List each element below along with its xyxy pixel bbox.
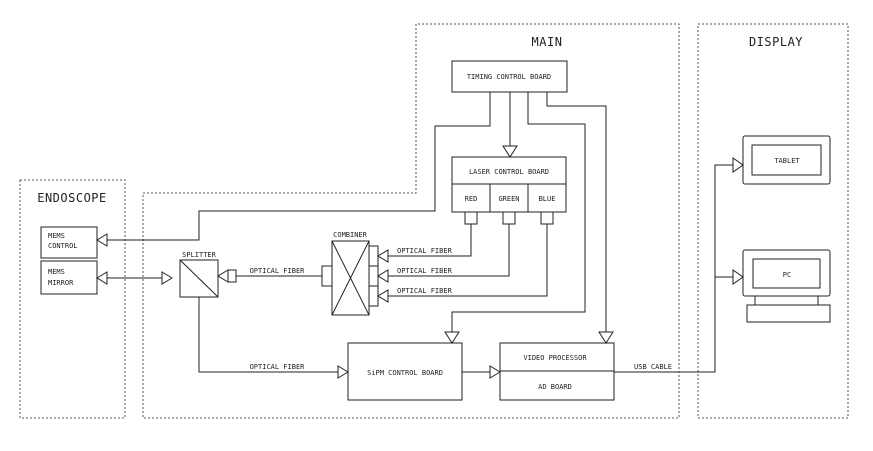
combiner-label: COMBINER — [333, 231, 368, 239]
mems-control-label-1: MEMS — [48, 232, 65, 240]
timing-control-board-label: TIMING CONTROL BOARD — [467, 73, 551, 81]
fiber-splitter-sipm-label: OPTICAL FIBER — [250, 363, 306, 371]
pc-icon — [742, 249, 831, 323]
laser-green-label: GREEN — [498, 195, 519, 203]
mems-mirror-label-1: MEMS — [48, 268, 65, 276]
ad-board-label: AD BOARD — [538, 383, 572, 391]
sipm-control-board-box — [347, 342, 463, 401]
mems-mirror-label-2: MIRROR — [48, 279, 74, 287]
tablet-label: TABLET — [774, 157, 800, 165]
endoscope-section — [19, 179, 126, 419]
laser-red-label: RED — [465, 195, 478, 203]
mems-control-label-2: CONTROL — [48, 242, 78, 250]
mems-control-box — [40, 226, 98, 259]
display-section — [697, 23, 849, 419]
fiber-splitter-combiner-label: OPTICAL FIBER — [250, 267, 306, 275]
laser-control-board-label: LASER CONTROL BOARD — [469, 168, 549, 176]
display-title: DISPLAY — [749, 35, 803, 49]
splitter-label: SPLITTER — [182, 251, 217, 259]
main-section — [142, 23, 680, 419]
fiber-red-label: OPTICAL FIBER — [397, 247, 453, 255]
arrowheads — [96, 145, 744, 379]
timing-control-board-box — [451, 60, 568, 93]
fiber-blue-label: OPTICAL FIBER — [397, 287, 453, 295]
laser-blue-label: BLUE — [539, 195, 556, 203]
mems-mirror-box — [40, 260, 98, 295]
usb-cable-label: USB CABLE — [634, 363, 672, 371]
video-processor-label: VIDEO PROCESSOR — [523, 354, 587, 362]
endoscope-title: ENDOSCOPE — [37, 191, 107, 205]
connection-wires — [107, 92, 733, 373]
sipm-control-board-label: SiPM CONTROL BOARD — [367, 369, 443, 377]
pc-label: PC — [783, 271, 791, 279]
main-title: MAIN — [532, 35, 563, 49]
fiber-green-label: OPTICAL FIBER — [397, 267, 453, 275]
